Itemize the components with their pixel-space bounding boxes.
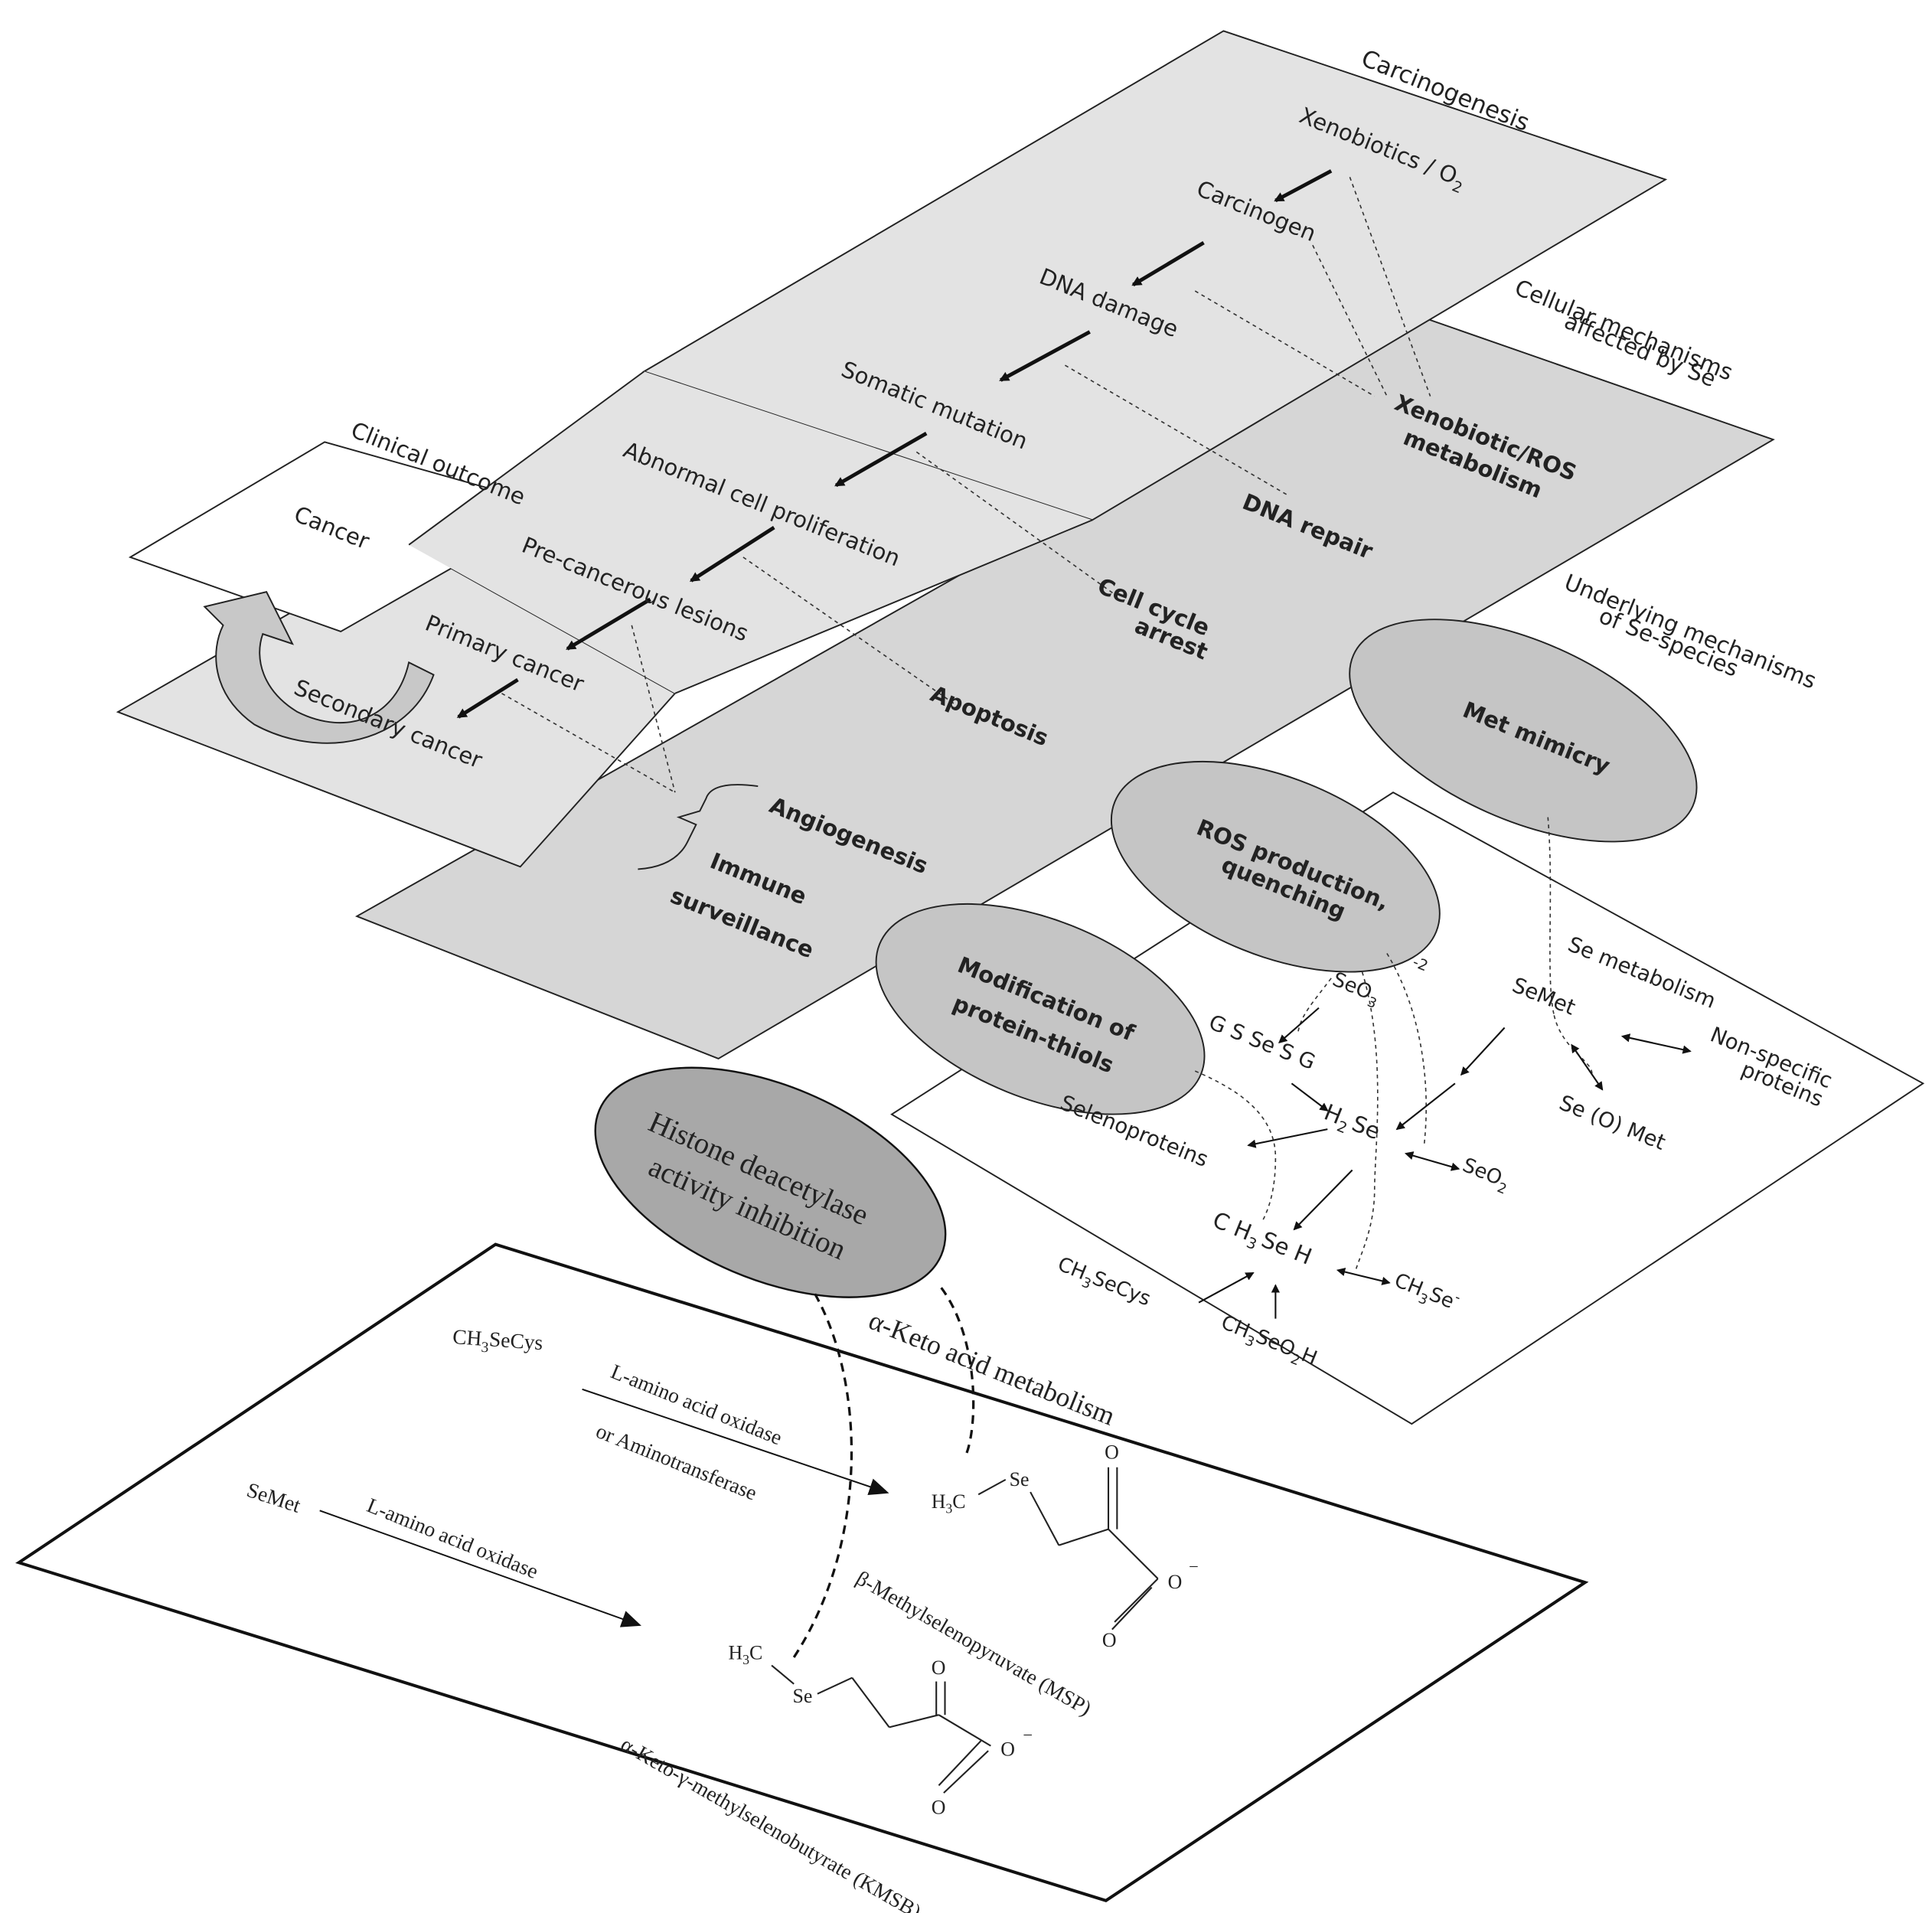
bracket: [638, 784, 759, 870]
msp-o-bottom: O: [1102, 1629, 1117, 1651]
kmsb-h3c: H3C: [728, 1641, 762, 1667]
se-arrows: [1198, 1007, 1692, 1319]
kmsb-o-minus: O: [1000, 1738, 1015, 1761]
dashed-connectors: [501, 177, 1431, 793]
msp-h3c: H3C: [932, 1490, 966, 1516]
kmsb-minus: −: [1023, 1725, 1033, 1745]
kmsb-o-bottom: O: [932, 1797, 946, 1819]
kmsb-molecule: H3C Se O O − O: [728, 1641, 1033, 1818]
msp-se: Se: [1010, 1468, 1030, 1490]
msp-molecule: H3C Se O O − O: [932, 1441, 1199, 1651]
se-ch3seo2h: CH3SeO2H: [1216, 1311, 1320, 1375]
keto-acid-plane: [15, 1242, 1589, 1903]
thiols-ellipse: [875, 903, 1206, 1115]
ros-ellipse: [1110, 760, 1441, 973]
keto-reaction-arrows: [319, 1388, 889, 1627]
keto-ch3secys: CH3SeCys: [452, 1325, 543, 1360]
met-mimicry-ellipse: [1349, 619, 1698, 843]
histone-ellipse: [594, 1066, 947, 1298]
msp-minus: −: [1189, 1557, 1199, 1576]
kmsb-se: Se: [793, 1685, 813, 1707]
keto-dashed-links: [791, 1287, 975, 1660]
msp-o-top: O: [1105, 1441, 1119, 1463]
msp-o-minus: O: [1168, 1571, 1183, 1593]
curved-arrow: [203, 591, 435, 744]
kmsb-o-top: O: [932, 1657, 946, 1679]
carcinogenesis-plane-extension: [409, 371, 1092, 694]
carcinogenesis-arrows: [456, 169, 1333, 719]
